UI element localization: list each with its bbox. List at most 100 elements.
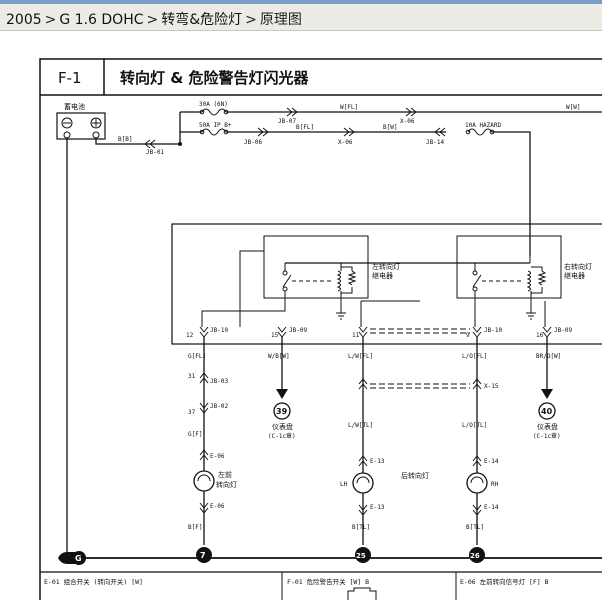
fuse2-label: 50A IP B+	[199, 122, 232, 129]
svg-text:JB-09: JB-09	[554, 327, 572, 334]
gauge-39-chapter: (C-1c章)	[268, 432, 296, 440]
conn-jb02-label: JB-02	[210, 403, 228, 410]
breadcrumb-separator: >	[146, 12, 159, 28]
right-relay-label-2: 继电器	[564, 271, 585, 280]
diagram-frame	[39, 58, 602, 600]
svg-text:JB-10: JB-10	[484, 327, 502, 334]
right-relay-coil-icon	[526, 270, 531, 292]
svg-text:9: 9	[466, 332, 470, 339]
connector-shape-icon	[347, 587, 377, 600]
footer-connector-e01: E-01 组合开关 (转向开关) [W]	[44, 577, 143, 586]
connector-jb03-icon	[199, 372, 209, 384]
breadcrumb-current: 原理图	[259, 12, 302, 28]
conn-jb01-label: JB-01	[146, 149, 164, 156]
gauge-40-arrow-icon	[541, 389, 553, 399]
svg-text:16: 16	[536, 332, 544, 339]
right-turn-relay	[456, 235, 562, 299]
connector-jb06-icon	[257, 127, 269, 137]
connector-jb14-icon	[434, 127, 446, 137]
conn-jb06-label: JB-06	[244, 139, 262, 146]
conn-e06b-label: E-06	[210, 503, 225, 510]
wiring-diagram-svg: F-1 转向灯 & 危险警告灯闪光器 蓄电池 B[B] JB-01 30A (6…	[39, 58, 602, 600]
right-relay-switch-icon	[472, 274, 482, 288]
gauge-39-label: 仪表盘	[272, 422, 293, 431]
fuse3-label: 10A HAZARD	[465, 122, 502, 129]
rh-rear-lamp-icon	[466, 472, 488, 494]
connector-e14-icon	[472, 455, 482, 467]
flasher-module	[171, 223, 602, 345]
svg-text:L/W[FL]: L/W[FL]	[348, 353, 373, 360]
svg-text:W/B[W]: W/B[W]	[268, 353, 290, 360]
left-front-lamp-label-2: 转向灯	[216, 480, 237, 489]
left-relay-coil-icon	[336, 270, 341, 292]
conn-jb14-label: JB-14	[426, 139, 444, 146]
left-relay-switch-icon	[282, 274, 292, 288]
ground-25[interactable]	[355, 547, 371, 563]
connector-e06b-icon	[199, 502, 209, 514]
conn-x06b-label: X-06	[338, 139, 353, 146]
wire-b-fl-label: B[FL]	[296, 124, 314, 131]
pin-jb03-num: 31	[188, 373, 196, 380]
footer-connector-e06: E-06 左前转向信号灯 [F] B	[460, 577, 549, 586]
wire-w-w-label: W[W]	[566, 104, 580, 111]
diagram-title: 转向灯 & 危险警告灯闪光器	[120, 69, 310, 87]
fuse2-icon	[201, 128, 227, 136]
svg-text:12: 12	[186, 332, 194, 339]
conn-x15-label: X-15	[484, 383, 499, 390]
wiring-diagram: F-1 转向灯 & 危险警告灯闪光器 蓄电池 B[B] JB-01 30A (6…	[0, 31, 602, 600]
connector-jb01-icon	[144, 139, 156, 149]
wire-b-f-label: B[F]	[188, 524, 202, 531]
connector-jb02-icon	[199, 402, 209, 414]
gauge-39-ref[interactable]	[273, 402, 291, 420]
connector-x06b-icon	[343, 127, 355, 137]
left-relay-resistor-icon	[347, 270, 357, 286]
connector-x06-icon	[405, 107, 417, 117]
window-top-strip	[0, 0, 602, 4]
wire-lw-tl-label: L/W[TL]	[348, 422, 373, 429]
ground-26[interactable]	[469, 547, 485, 563]
battery-negative-icon	[61, 117, 73, 129]
battery-positive-icon	[90, 117, 102, 129]
wire-b-w-label: B[W]	[383, 124, 397, 131]
svg-text:JB-09: JB-09	[289, 327, 307, 334]
wire-b-tl-rh-label: B[TL]	[466, 524, 484, 531]
gauge-39-arrow-icon	[276, 389, 288, 399]
wire-b-tl-lh-label: B[TL]	[352, 524, 370, 531]
breadcrumb-system[interactable]: 转弯&危险灯	[161, 12, 243, 28]
fuse3-icon	[467, 128, 493, 136]
conn-jb07-label: JB-07	[278, 118, 296, 125]
ground-7[interactable]	[196, 547, 212, 563]
gauge-40-label: 仪表盘	[537, 422, 558, 431]
right-relay-label: 右转向灯	[564, 262, 592, 271]
svg-text:11: 11	[352, 332, 360, 339]
svg-text:15: 15	[271, 332, 279, 339]
connector-e06-icon	[199, 449, 209, 461]
conn-x06-label: X-06	[400, 118, 415, 125]
connector-x15-icon	[472, 378, 482, 390]
ground-25-label: 25	[356, 552, 366, 560]
lamp-rh-label: RH	[491, 481, 499, 488]
conn-e13-label: E-13	[370, 458, 385, 465]
fuse1-icon	[201, 108, 227, 116]
conn-e13b-label: E-13	[370, 504, 385, 511]
ground-g-label: G	[75, 554, 82, 563]
breadcrumb: 2005>G 1.6 DOHC>转弯&危险灯>原理图	[0, 4, 602, 31]
lamp-lh-label: LH	[340, 481, 348, 488]
diagram-code: F-1	[58, 69, 82, 87]
rear-lamp-label: 后转向灯	[401, 471, 429, 480]
wire-lo-tl-label: L/O[TL]	[462, 422, 487, 429]
breadcrumb-engine[interactable]: G 1.6 DOHC	[59, 12, 144, 28]
conn-e14-label: E-14	[484, 458, 499, 465]
breadcrumb-separator: >	[245, 12, 257, 28]
gauge-40-ref[interactable]	[538, 402, 556, 420]
svg-text:G[FL]: G[FL]	[188, 353, 206, 360]
connector-jb07-icon	[286, 107, 298, 117]
gauge-40-chapter: (C-1c章)	[533, 432, 561, 440]
breadcrumb-year[interactable]: 2005	[6, 12, 42, 28]
breadcrumb-separator: >	[44, 12, 57, 28]
right-relay-resistor-icon	[537, 270, 547, 286]
wire-b-label: B[B]	[118, 136, 132, 143]
pin-jb02-num: 37	[188, 409, 196, 416]
footer-connector-f01: F-01 危险警告开关 [W] B	[287, 577, 369, 586]
left-front-lamp-icon	[193, 470, 215, 492]
